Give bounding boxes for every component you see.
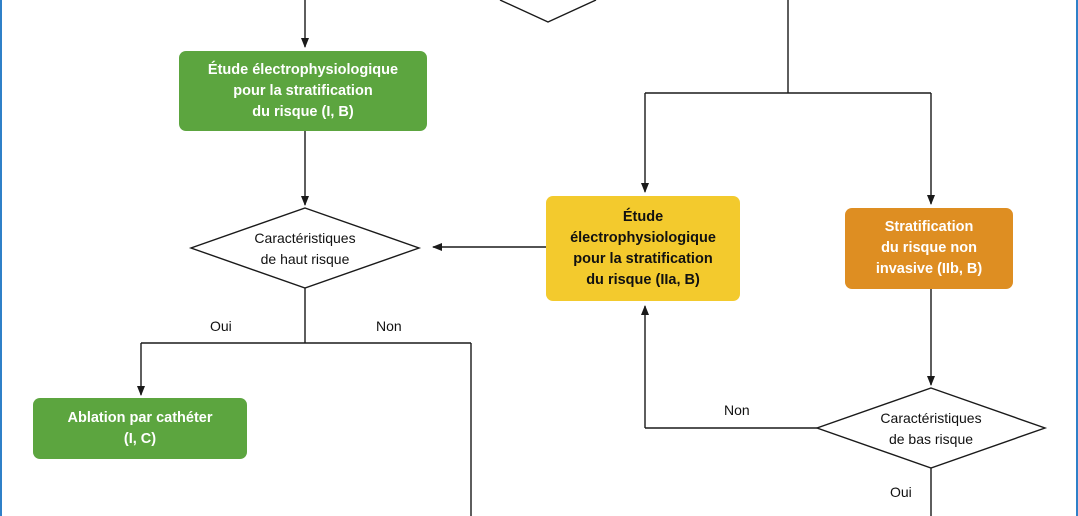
diamond-bas-risque-label: Caractéristiques de bas risque <box>880 410 982 447</box>
node-etude-electrophysiologique-green: Étude électrophysiologique pour la strat… <box>179 51 427 131</box>
top-diamond-partial <box>499 0 597 23</box>
diamond-haut-risque-label: Caractéristiques de haut risque <box>254 230 356 267</box>
edge-label-non-right: Non <box>724 402 750 418</box>
edge-label-oui-left: Oui <box>210 318 232 334</box>
node-ablation-par-catheter: Ablation par cathéter (I, C) <box>33 398 247 459</box>
edge-label-oui-right: Oui <box>890 484 912 500</box>
node-etude-electrophysiologique-yellow: Étude électrophysiologique pour la strat… <box>546 196 740 301</box>
node-stratification-non-invasive: Stratification du risque non invasive (I… <box>845 208 1013 289</box>
edge-label-non-left: Non <box>376 318 402 334</box>
